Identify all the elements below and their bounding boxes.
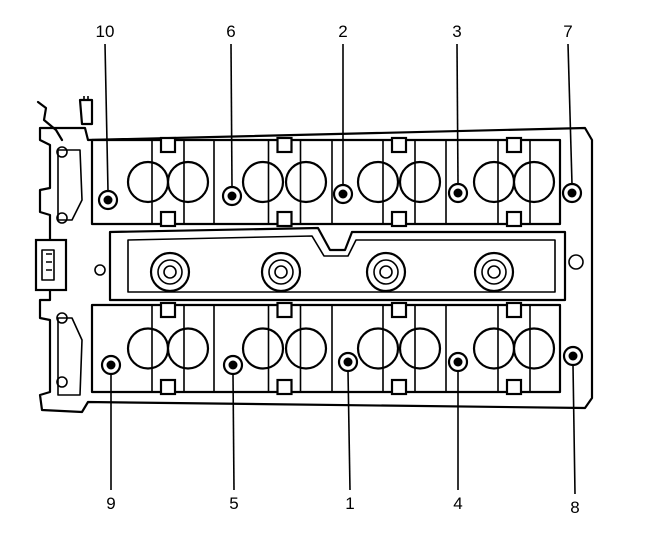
head-bolt-center-8 bbox=[568, 351, 578, 361]
callouts-bottom: 9 5 1 4 8 bbox=[106, 494, 579, 517]
top-cap-bolt-a-4 bbox=[505, 136, 523, 154]
top-cam-journal-3-2 bbox=[398, 160, 442, 204]
top-cam-journal-4-1 bbox=[472, 160, 516, 204]
leader-line-3 bbox=[456, 43, 459, 185]
leader-line-5 bbox=[232, 373, 235, 491]
bottom-cam-journal-4-2 bbox=[512, 327, 556, 370]
callouts-top: 10 6 2 3 7 bbox=[96, 22, 573, 41]
spark-plug-bore-core-4 bbox=[487, 265, 501, 279]
leader-line-1 bbox=[347, 370, 351, 491]
head-bolts bbox=[97, 182, 584, 376]
top-cam-journal-2-2 bbox=[284, 160, 328, 204]
head-bolt-center-10 bbox=[103, 195, 113, 205]
callout-label-7: 7 bbox=[563, 22, 572, 41]
top-cap-bolt-b-3 bbox=[390, 210, 408, 228]
top-cap-bolt-b-1 bbox=[159, 210, 177, 228]
head-bolt-center-3 bbox=[453, 188, 463, 198]
spark-plug-bore-4 bbox=[473, 251, 515, 293]
head-bolt-center-9 bbox=[106, 360, 116, 370]
spark-plug-bore-1 bbox=[149, 251, 191, 293]
callout-label-8: 8 bbox=[570, 498, 579, 517]
top-cam-journal-3-1 bbox=[356, 160, 400, 204]
bottom-cap-bolt-a-4 bbox=[505, 301, 523, 319]
bottom-cap-bolt-b-3 bbox=[390, 378, 408, 396]
leader-line-6 bbox=[230, 43, 233, 188]
bottom-cap-bolt-b-4 bbox=[505, 378, 523, 396]
top-cam-journal-1-1 bbox=[126, 160, 170, 204]
spark-plug-bore-ring-3 bbox=[373, 259, 399, 285]
bottom-cam-journal-2-2 bbox=[284, 327, 328, 370]
head-bolt-center-5 bbox=[228, 360, 238, 370]
bottom-cap-bolt-a-1 bbox=[159, 301, 177, 319]
head-bolt-center-7 bbox=[567, 188, 577, 198]
callout-label-5: 5 bbox=[229, 494, 238, 513]
callout-label-1: 1 bbox=[345, 494, 354, 513]
top-cam-journal-4-2 bbox=[512, 160, 556, 204]
callout-label-3: 3 bbox=[452, 22, 461, 41]
bottom-cap-bolt-b-2 bbox=[276, 378, 293, 396]
bottom-cam-journal-1-1 bbox=[126, 327, 170, 370]
bottom-cap-bolt-a-3 bbox=[390, 301, 408, 319]
bottom-cap-bolt-a-2 bbox=[276, 301, 293, 319]
callout-label-9: 9 bbox=[106, 494, 115, 513]
spark-plug-bore-3 bbox=[365, 251, 407, 293]
callout-label-10: 10 bbox=[96, 22, 115, 41]
top-cap-bolt-b-2 bbox=[276, 210, 293, 228]
bottom-cam-journal-1-2 bbox=[166, 327, 210, 370]
spark-plug-bores bbox=[149, 251, 515, 293]
callout-label-2: 2 bbox=[338, 22, 347, 41]
head-bolt-center-4 bbox=[453, 357, 463, 367]
spark-plug-bore-2 bbox=[260, 251, 302, 293]
camshaft-bearing-banks bbox=[90, 136, 562, 396]
bottom-cam-journal-3-2 bbox=[398, 327, 442, 370]
top-cap-bolt-a-2 bbox=[276, 136, 293, 154]
spark-plug-channel bbox=[108, 226, 567, 302]
bottom-cam-journal-4-1 bbox=[472, 327, 516, 370]
leader-line-8 bbox=[572, 364, 576, 495]
leader-line-7 bbox=[567, 43, 573, 185]
spark-plug-bore-ring-2 bbox=[268, 259, 294, 285]
head-outline bbox=[34, 96, 594, 414]
spark-plug-bore-core-3 bbox=[379, 265, 393, 279]
top-cap-bolt-a-1 bbox=[159, 136, 177, 154]
top-cap-bolt-b-4 bbox=[505, 210, 523, 228]
leader-lines bbox=[104, 43, 576, 495]
spark-plug-bore-core-1 bbox=[163, 265, 177, 279]
head-bolt-center-2 bbox=[338, 189, 348, 199]
top-cap-bolt-a-3 bbox=[390, 136, 408, 154]
top-cam-journal-2-1 bbox=[241, 160, 285, 204]
spark-plug-bore-core-2 bbox=[274, 265, 288, 279]
head-bolt-center-1 bbox=[343, 357, 353, 367]
leader-line-10 bbox=[104, 43, 109, 192]
bottom-cap-bolt-b-1 bbox=[159, 378, 177, 396]
top-cam-journal-1-2 bbox=[166, 160, 210, 204]
spark-plug-bore-ring-1 bbox=[157, 259, 183, 285]
bottom-cam-journal-3-1 bbox=[356, 327, 400, 370]
callout-label-6: 6 bbox=[226, 22, 235, 41]
bottom-cam-journal-2-1 bbox=[241, 327, 285, 370]
head-bolt-center-6 bbox=[227, 191, 237, 201]
callout-label-4: 4 bbox=[453, 494, 462, 513]
spark-plug-bore-ring-4 bbox=[481, 259, 507, 285]
